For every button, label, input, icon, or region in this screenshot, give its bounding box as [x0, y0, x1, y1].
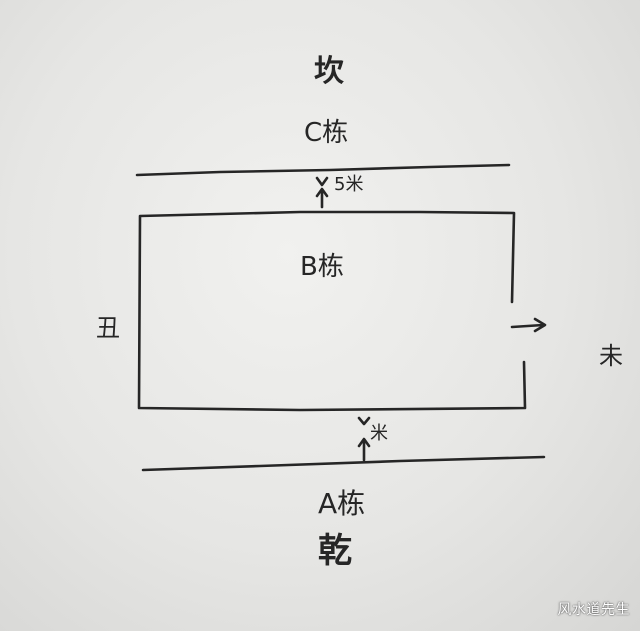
bottom-gap-arrow: [357, 416, 371, 462]
south-label: 乾: [318, 531, 352, 571]
west-label: 丑: [96, 314, 120, 342]
east-label: 未: [599, 342, 623, 370]
watermark: 风水道先生: [557, 602, 630, 618]
c-building-label: C栋: [304, 118, 349, 148]
entrance-arrow: [510, 317, 547, 333]
north-label: 坎: [314, 54, 344, 89]
top-gap-arrow: [315, 176, 329, 209]
top-gap-label: 5米: [334, 174, 364, 195]
a-building-label: A栋: [318, 487, 366, 520]
a-building-line: [141, 455, 546, 472]
b-building-label: B栋: [300, 252, 344, 282]
c-building-line: [135, 163, 511, 177]
b-building-outline: [137, 210, 527, 412]
bottom-gap-label: 米: [370, 423, 388, 444]
